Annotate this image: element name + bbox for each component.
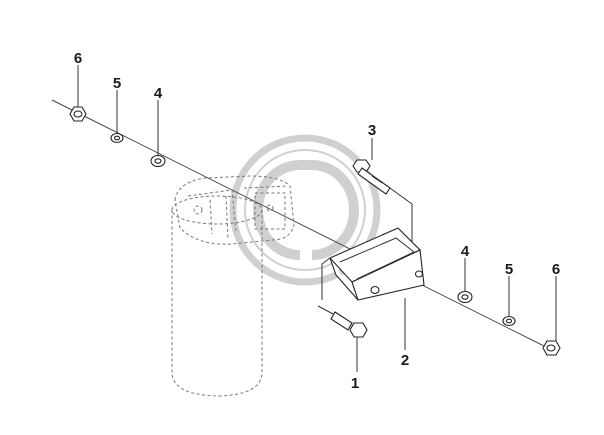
callout-flat-washer-right: 4 xyxy=(461,243,470,260)
assembly-axis xyxy=(51,99,557,353)
lock-washer-right xyxy=(502,315,516,327)
callout-bolt-bottom: 1 xyxy=(351,375,359,392)
callout-nut-left: 6 xyxy=(74,50,82,67)
callout-nut-right: 6 xyxy=(552,261,560,278)
nut-right xyxy=(542,340,561,356)
bolt-bottom xyxy=(317,305,368,338)
bracket xyxy=(321,227,425,301)
callout-bolt-top: 3 xyxy=(368,122,376,139)
flat-washer-left xyxy=(150,154,166,168)
callout-lock-washer-left: 5 xyxy=(113,75,121,92)
callout-bracket: 2 xyxy=(401,352,409,369)
filter-housing-phantom xyxy=(171,175,295,397)
lock-washer-left xyxy=(110,132,124,144)
nut-left xyxy=(69,106,87,122)
callout-flat-washer-left: 4 xyxy=(154,85,163,102)
gd-logo-watermark-icon xyxy=(229,134,381,286)
leader-lines xyxy=(77,65,557,372)
bolt-top xyxy=(352,159,413,252)
callout-lock-washer-right: 5 xyxy=(505,261,513,278)
flat-washer-right xyxy=(457,290,473,304)
